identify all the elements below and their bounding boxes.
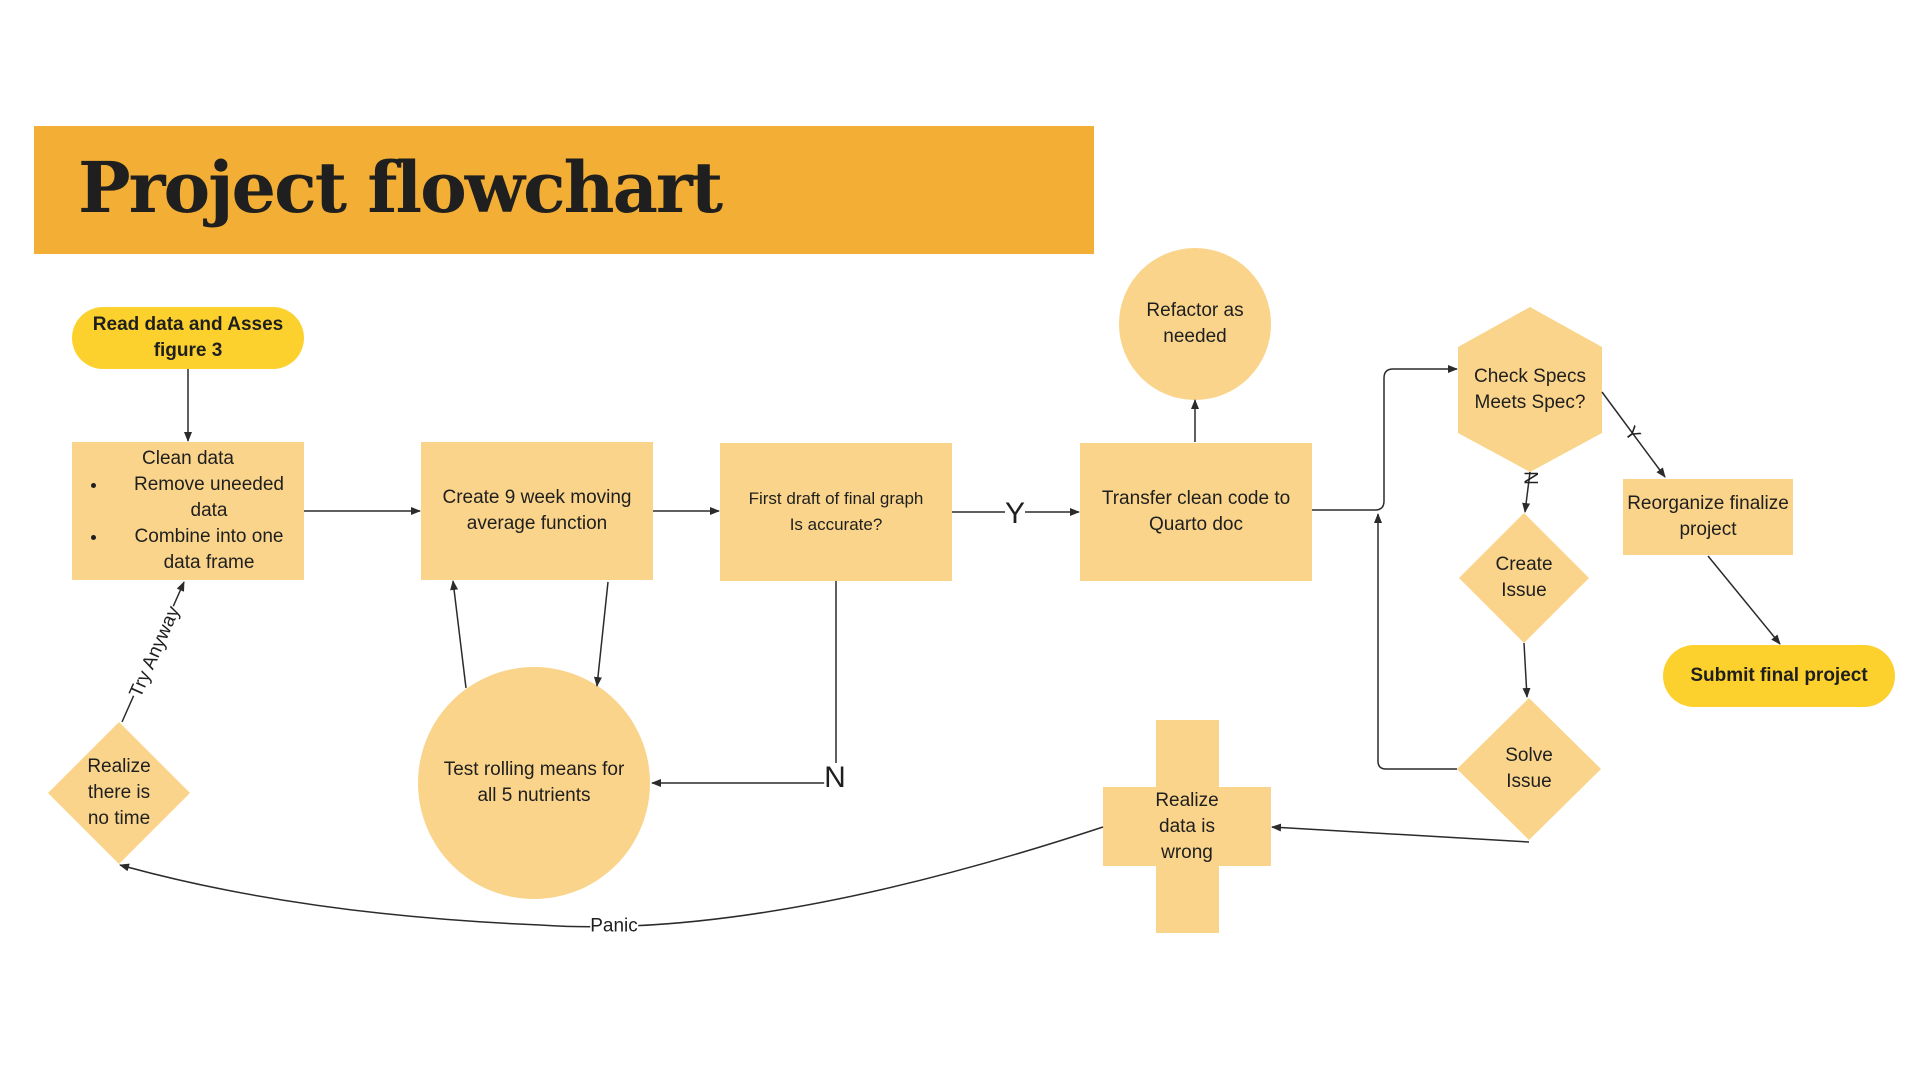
realize-wrong-cross bbox=[1103, 720, 1271, 933]
clean-data-bullet: Combine into one data frame bbox=[108, 524, 304, 576]
edge-transfer-to-check-specs bbox=[1312, 365, 1458, 511]
reorganize-box bbox=[1623, 479, 1793, 555]
create-issue-label: Create Issue bbox=[1495, 554, 1553, 601]
no-label-spec: N bbox=[1519, 471, 1541, 485]
clean-data-heading: Clean data bbox=[142, 448, 234, 469]
clean-data-bullet: Remove uneeded data bbox=[108, 472, 304, 524]
realize-no-time-label: Realize there is no time bbox=[87, 756, 151, 829]
clean-data-label: Clean data Remove uneeded data Combine i… bbox=[72, 442, 304, 580]
no-label-draft: N bbox=[824, 761, 846, 794]
solve-issue-label: Solve Issue bbox=[1505, 745, 1553, 792]
transfer-label: Transfer clean code to Quarto doc bbox=[1101, 488, 1291, 535]
solve-issue-diamond bbox=[1457, 698, 1601, 840]
submit-label: Submit final project bbox=[1690, 665, 1868, 686]
check-specs-label: Check Specs Meets Spec? bbox=[1474, 366, 1586, 413]
create-issue-diamond bbox=[1459, 513, 1589, 643]
moving-average-label: Create 9 week moving average function bbox=[442, 487, 632, 534]
refactor-label: Refactor as needed bbox=[1146, 300, 1244, 347]
realize-no-time-diamond bbox=[48, 722, 190, 864]
edge-check-specs-no-to-create bbox=[1522, 471, 1531, 513]
edge-reorganize-to-submit bbox=[1707, 555, 1781, 645]
first-draft-box bbox=[720, 443, 952, 581]
test-rolling-circle bbox=[418, 667, 650, 899]
clean-data-bullets: Remove uneeded data Combine into one dat… bbox=[72, 472, 304, 576]
test-rolling-label: Test rolling means for all 5 nutrients bbox=[443, 759, 625, 806]
edge-solve-to-realize-wrong bbox=[1271, 823, 1530, 843]
realize-wrong-label: Realize data is wrong bbox=[1155, 789, 1219, 863]
edge-solve-issue-to-transfer bbox=[1374, 513, 1457, 770]
transfer-box bbox=[1080, 443, 1312, 581]
clean-data-box bbox=[72, 442, 304, 580]
panic-label: Panic bbox=[590, 915, 638, 937]
first-draft-label: First draft of final graph Is accurate? bbox=[748, 489, 924, 534]
edge-create-to-solve bbox=[1522, 642, 1531, 698]
edge-realize-wrong-to-no-time bbox=[119, 826, 1104, 928]
page-title: Project flowchart bbox=[78, 146, 723, 229]
read-data-terminal bbox=[72, 307, 304, 369]
edge-moving-average-to-test bbox=[593, 581, 609, 687]
reorganize-label: Reorganize finalize project bbox=[1627, 493, 1789, 540]
title-banner: Project flowchart bbox=[34, 126, 1094, 254]
edge-draft-no-to-test bbox=[651, 581, 837, 787]
check-specs-hexagon bbox=[1458, 307, 1602, 472]
read-data-label: Read data and Asses figure 3 bbox=[92, 314, 284, 361]
yes-label-draft: Y bbox=[1004, 497, 1026, 530]
moving-average-box bbox=[421, 442, 653, 580]
edge-check-specs-yes-to-reorganize bbox=[1601, 391, 1666, 478]
submit-terminal bbox=[1663, 645, 1895, 707]
refactor-circle bbox=[1119, 248, 1271, 400]
edge-test-to-moving-average bbox=[450, 580, 467, 689]
